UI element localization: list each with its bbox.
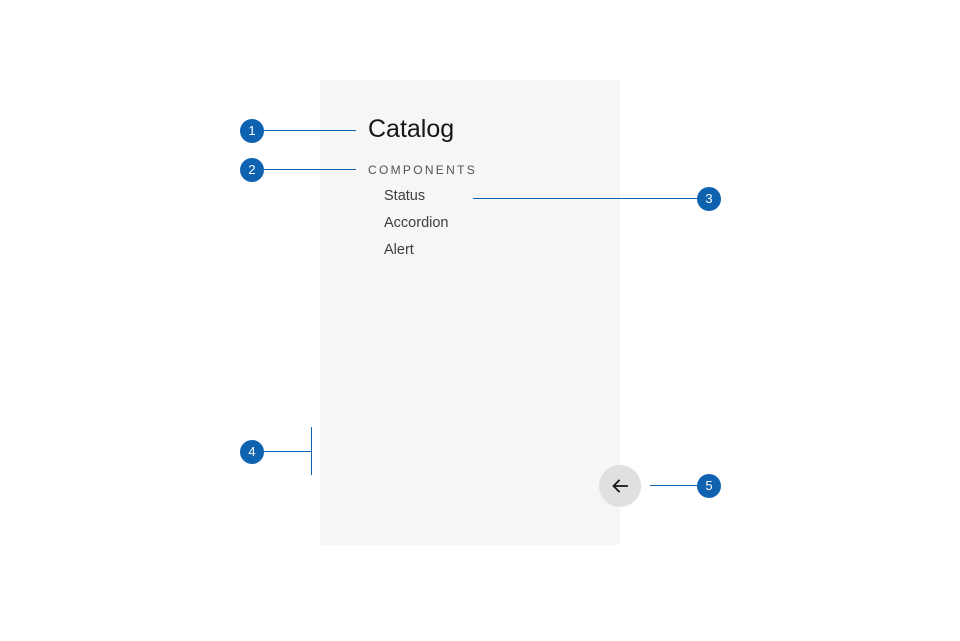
annotation-marker-2: 2 (240, 158, 264, 182)
annotation-leader-5 (650, 485, 697, 486)
nav-item-alert[interactable]: Alert (384, 242, 414, 258)
collapse-nav-button[interactable] (599, 465, 641, 507)
annotation-bracket-4 (311, 427, 312, 475)
annotation-leader-2 (264, 169, 356, 170)
side-nav-panel (320, 80, 620, 545)
annotation-leader-3 (473, 198, 697, 199)
nav-item-accordion[interactable]: Accordion (384, 215, 449, 231)
annotation-leader-4 (264, 451, 312, 452)
annotation-marker-5: 5 (697, 474, 721, 498)
annotation-marker-1: 1 (240, 119, 264, 143)
nav-section-header: COMPONENTS (368, 163, 478, 177)
nav-title: Catalog (368, 115, 455, 143)
nav-item-status[interactable]: Status (384, 188, 426, 204)
annotation-leader-1 (264, 130, 356, 131)
annotation-marker-4: 4 (240, 440, 264, 464)
annotation-marker-3: 3 (697, 187, 721, 211)
arrow-left-icon (612, 479, 628, 493)
